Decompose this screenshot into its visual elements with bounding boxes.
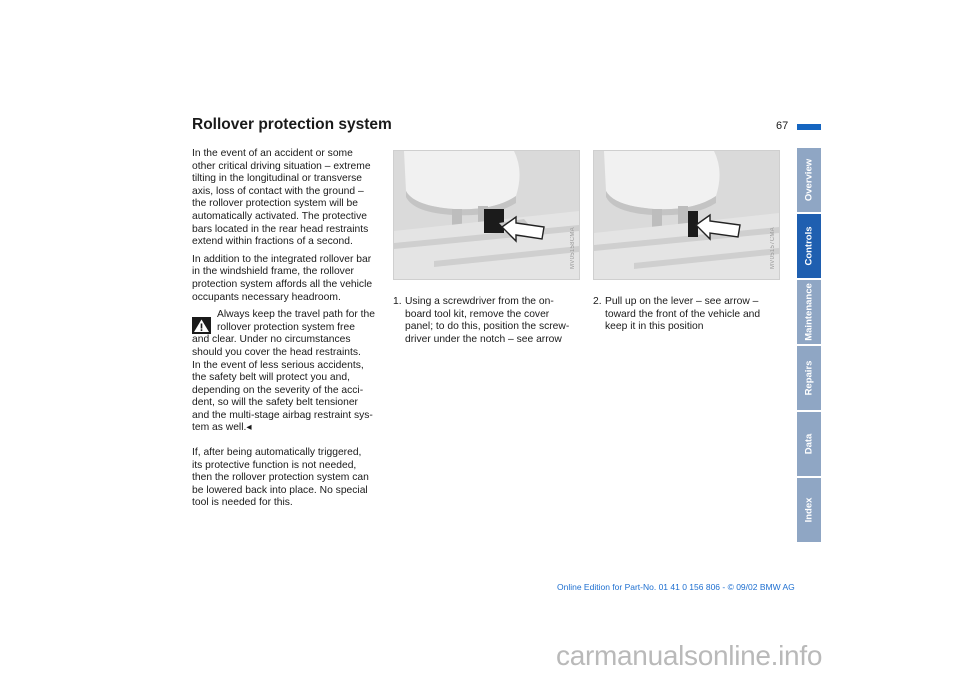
step-text: Using a screwdriver from the on- board t… <box>405 296 570 345</box>
warning-text-rest: and clear. Under no circumstances should… <box>192 334 373 434</box>
step-number: 2. <box>593 296 602 307</box>
tab-repairs[interactable]: Repairs <box>797 346 821 410</box>
step-1: 1. Using a screwdriver from the on- boar… <box>393 296 578 346</box>
page-title: Rollover protection system <box>192 116 392 133</box>
page-number: 67 <box>776 120 789 132</box>
figure-code: MV05158CMA <box>570 226 576 269</box>
tab-label: Index <box>803 497 815 523</box>
section-tabs: Overview Controls Maintenance Repairs Da… <box>797 148 821 544</box>
tab-label: Overview <box>803 158 815 202</box>
headroom-paragraph: In addition to the integrated rollover b… <box>192 253 373 303</box>
tab-controls[interactable]: Controls <box>797 214 821 278</box>
warning-triangle-icon <box>192 317 211 335</box>
tab-label: Controls <box>803 226 815 266</box>
warning-text-start: Always keep the travel path for the roll… <box>217 309 375 333</box>
lowering-paragraph: If, after being automatically triggered,… <box>192 447 369 509</box>
step-text: Pull up on the lever – see arrow – towar… <box>605 296 761 333</box>
figure-pull-lever: MV05157CMA <box>593 150 780 280</box>
head-restraint-illustration-2 <box>594 151 779 279</box>
page-accent-bar <box>797 124 821 130</box>
warning-note: Always keep the travel path for the roll… <box>192 309 387 435</box>
tab-index[interactable]: Index <box>797 478 821 542</box>
left-column: In the event of an accident or some othe… <box>192 148 387 515</box>
head-restraint-illustration-1 <box>394 151 579 279</box>
tab-label: Maintenance <box>803 283 815 341</box>
tab-data[interactable]: Data <box>797 412 821 476</box>
step-number: 1. <box>393 296 402 307</box>
watermark: carmanualsonline.info <box>556 640 823 671</box>
tab-label: Data <box>803 433 815 455</box>
tab-overview[interactable]: Overview <box>797 148 821 212</box>
tab-label: Repairs <box>803 360 815 396</box>
figure-code: MV05157CMA <box>770 226 776 269</box>
figure-remove-cover: MV05158CMA <box>393 150 580 280</box>
tab-maintenance[interactable]: Maintenance <box>797 280 821 344</box>
footer-edition-note: Online Edition for Part-No. 01 41 0 156 … <box>557 582 795 592</box>
step-2: 2. Pull up on the lever – see arrow – to… <box>593 296 778 334</box>
intro-paragraph: In the event of an accident or some othe… <box>192 148 371 248</box>
